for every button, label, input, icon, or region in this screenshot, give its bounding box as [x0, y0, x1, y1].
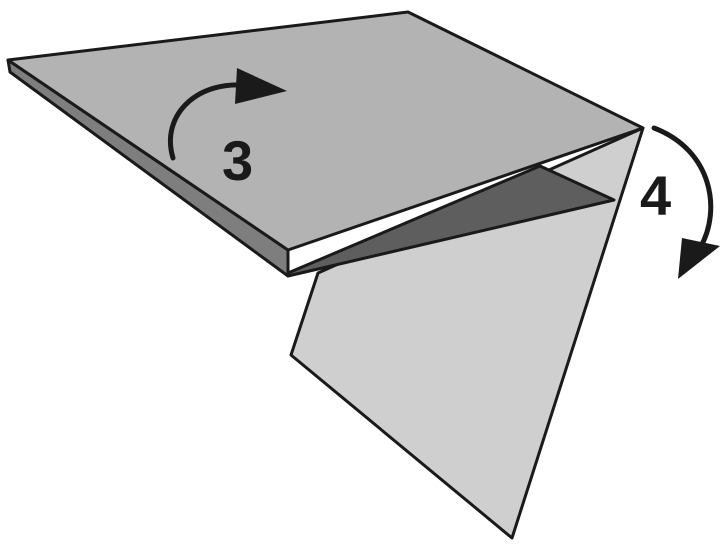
arrowhead: [678, 238, 720, 279]
step-4-label: 4: [640, 164, 671, 227]
step-3-label: 3: [222, 129, 253, 192]
